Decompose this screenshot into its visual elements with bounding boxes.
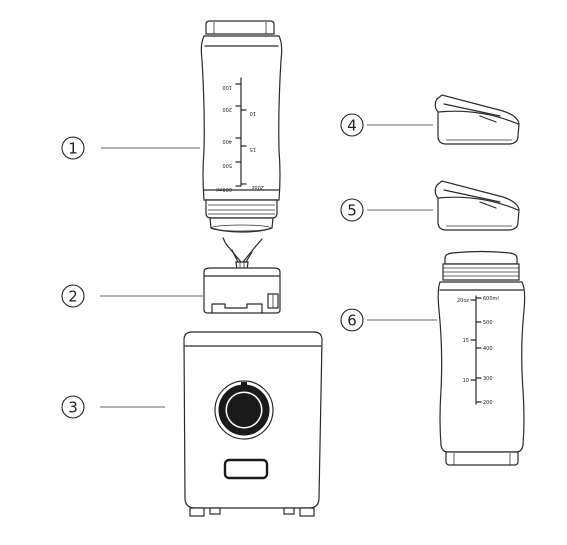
cup6-base-cap — [445, 451, 519, 466]
cup1-thread-collar — [205, 199, 278, 219]
foot-left — [189, 507, 205, 517]
callout-6: 6 — [340, 308, 437, 332]
cup6-ml-label-2: 400 — [483, 346, 493, 352]
cup6-oz-label-0: 20oz — [457, 298, 469, 304]
callout-5-number: 5 — [347, 202, 357, 220]
cup6-oz-label-2: 10 — [463, 378, 469, 384]
cup1-ml-label-2: 400 — [222, 138, 232, 144]
cup1-ml-label-0: 100 — [222, 84, 232, 90]
cup6-ml-label-4: 200 — [483, 400, 493, 406]
cup6-oz-label-1: 15 — [463, 338, 469, 344]
cup1-ml-label-3: 500 — [222, 162, 232, 168]
blade-right — [242, 238, 263, 263]
part-5-lid — [434, 180, 520, 231]
part-1-cup: 100 200 400 500 600ml 10 15 20oz — [200, 20, 283, 233]
cup1-base-cap — [205, 20, 275, 35]
cup6-body — [437, 281, 526, 453]
callout-4: 4 — [340, 113, 433, 137]
callout-1: 1 — [61, 136, 200, 160]
power-button — [223, 458, 269, 480]
part-3-motor-base — [183, 331, 323, 517]
callout-2-number: 2 — [68, 288, 78, 306]
blade-left — [222, 237, 242, 263]
lid5-body — [434, 180, 520, 231]
callout-3-number: 3 — [68, 399, 78, 417]
part-4-lid — [434, 94, 520, 145]
part-2-blade-assembly — [203, 237, 281, 314]
callout-4-number: 4 — [347, 117, 357, 135]
lid4-body — [434, 94, 520, 145]
cup6-ml-label-0: 600ml — [483, 296, 499, 302]
callout-5: 5 — [340, 198, 433, 222]
cup6-rim — [444, 250, 518, 265]
cup6-ml-label-3: 300 — [483, 376, 493, 382]
callout-6-number: 6 — [347, 312, 357, 330]
cup1-ml-label-1: 200 — [222, 106, 232, 112]
cup1-oz-label-2: 20oz — [252, 184, 264, 190]
cup1-ml-label-4: 600ml — [216, 186, 232, 192]
cup1-oz-label-0: 10 — [250, 110, 256, 116]
blade-housing — [203, 267, 281, 314]
callout-1-number: 1 — [68, 140, 78, 158]
part-6-cup: 600ml 500 400 300 200 20oz 15 10 — [437, 250, 526, 466]
callout-2: 2 — [61, 284, 203, 308]
cup1-oz-label-1: 15 — [250, 146, 256, 152]
callout-3: 3 — [61, 395, 165, 419]
cup6-ml-label-1: 500 — [483, 320, 493, 326]
foot-right — [299, 507, 315, 517]
